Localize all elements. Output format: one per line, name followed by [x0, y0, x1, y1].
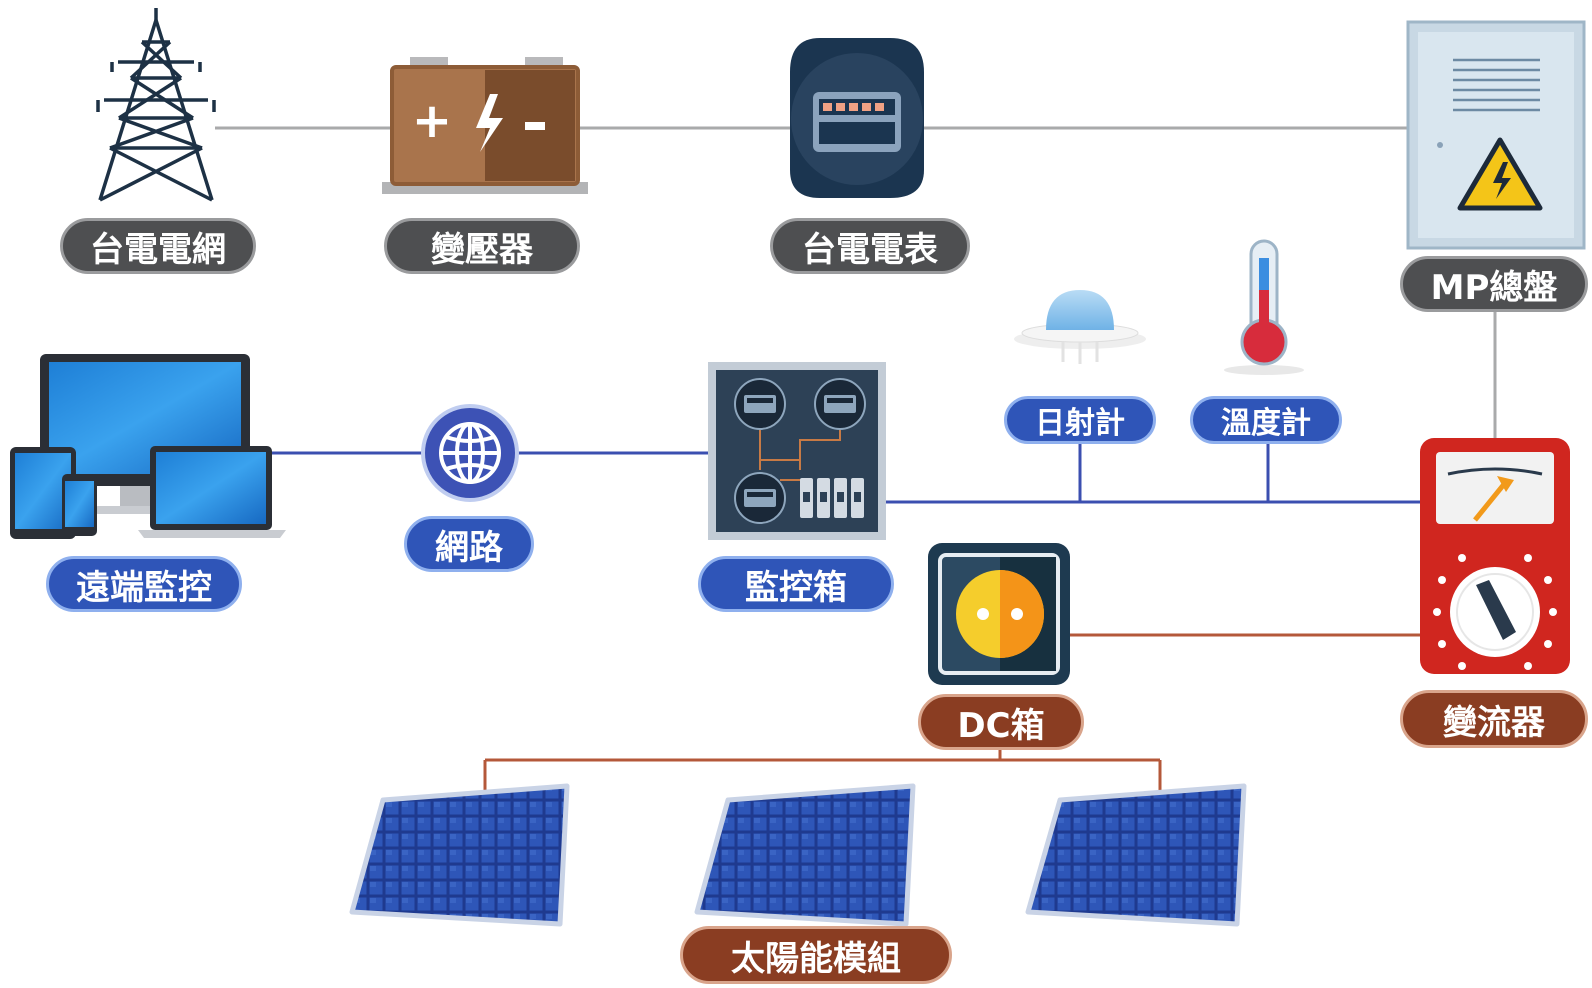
electrical-cabinet-icon	[1406, 20, 1586, 250]
inverter-gauge-icon	[1420, 438, 1570, 674]
label-solar-modules: 太陽能模組	[680, 926, 952, 984]
label-taipower-grid: 台電電網	[60, 218, 256, 274]
label-mp-panel: MP總盤	[1400, 256, 1588, 312]
dc-socket-icon	[928, 543, 1070, 685]
battery-transformer-icon: +	[382, 57, 588, 194]
devices-icon	[10, 354, 286, 539]
globe-icon	[421, 404, 519, 502]
dc-lines	[483, 633, 1420, 793]
svg-text:+: +	[412, 93, 452, 149]
sub-meter-1	[734, 378, 786, 430]
label-pyranometer: 日射計	[1004, 396, 1156, 444]
sub-meter-2	[814, 378, 866, 430]
label-dc-box: DC箱	[918, 694, 1084, 750]
label-transformer: 變壓器	[384, 218, 580, 274]
label-remote-monitoring: 遠端監控	[46, 556, 242, 612]
meter-box-icon	[708, 362, 886, 540]
solar-panel-icon	[349, 783, 1247, 927]
label-network: 網路	[404, 516, 534, 572]
power-tower-icon	[96, 8, 216, 202]
thermometer-icon	[1224, 239, 1304, 375]
label-taipower-meter: 台電電表	[770, 218, 970, 274]
electric-meter-icon	[790, 38, 924, 198]
label-thermometer: 溫度計	[1190, 396, 1342, 444]
pyranometer-icon	[1014, 290, 1146, 364]
data-lines	[270, 440, 1420, 504]
label-monitoring-box: 監控箱	[698, 556, 894, 612]
ac-lines	[215, 126, 1497, 440]
label-inverter: 變流器	[1400, 690, 1588, 748]
sub-meter-3	[734, 472, 786, 524]
